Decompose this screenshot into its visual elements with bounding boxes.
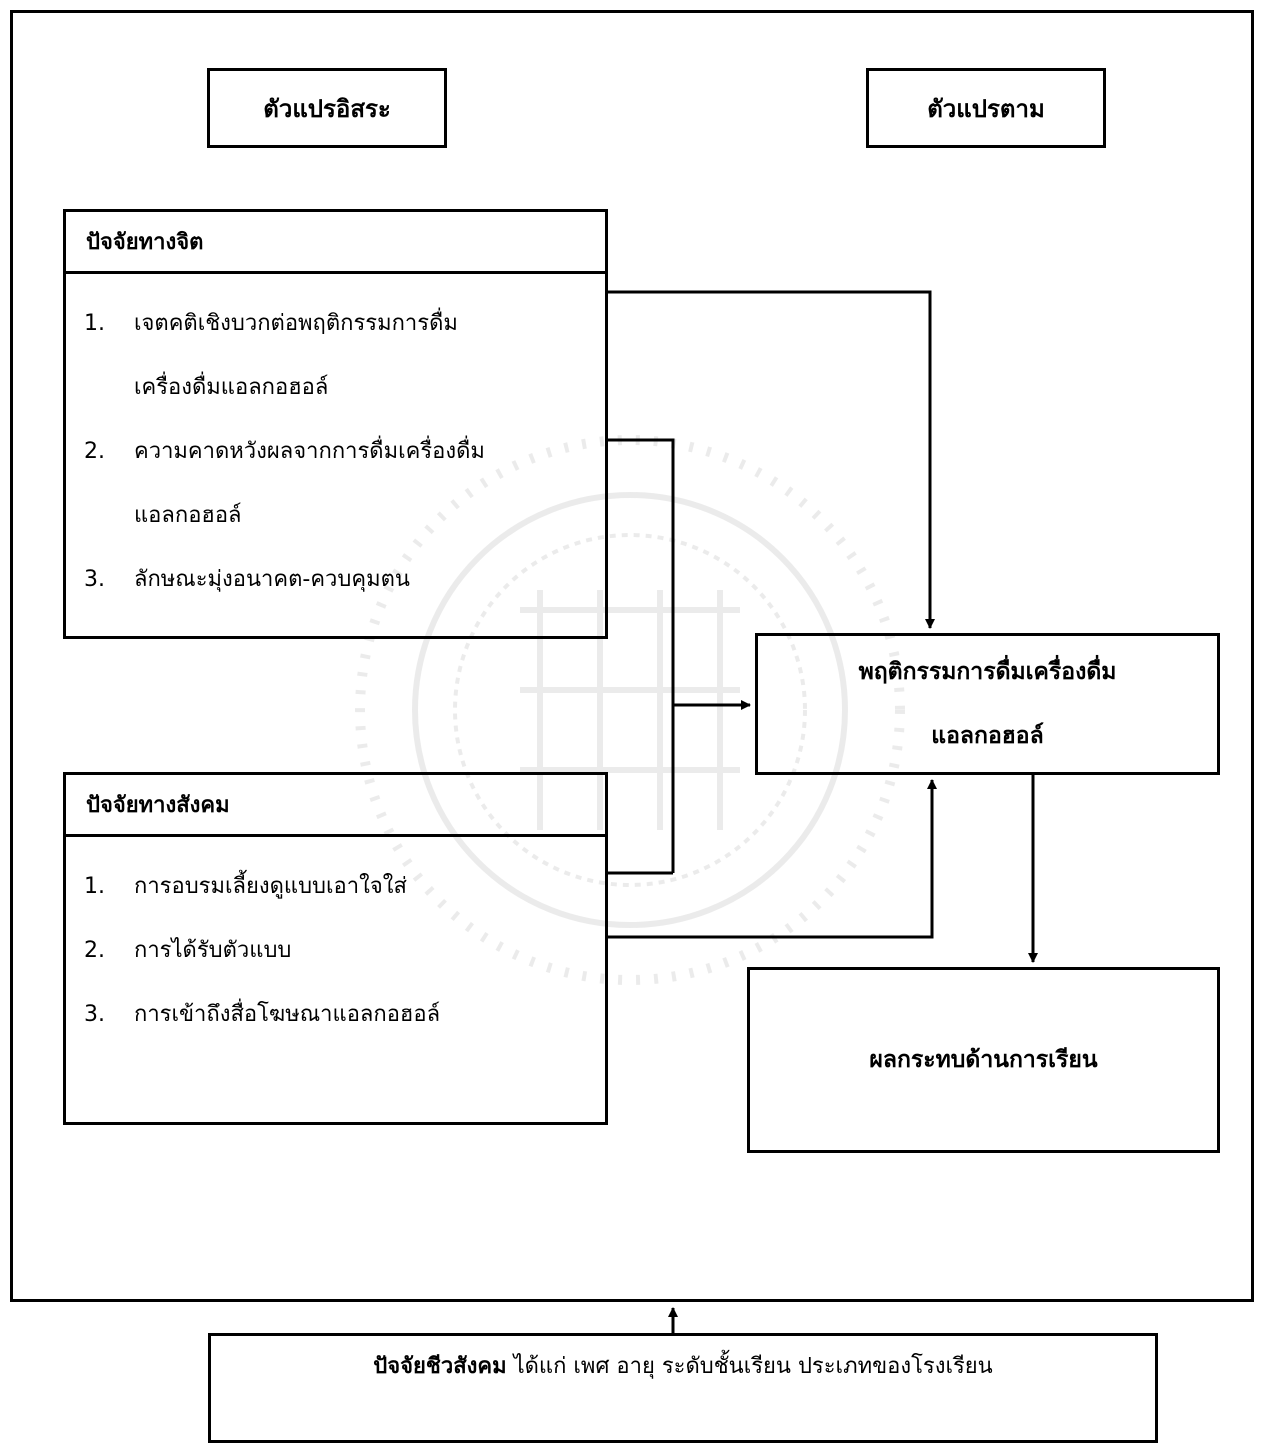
item-text: การได้รับตัวแบบ [134,938,292,963]
learning-impact-box: ผลกระทบด้านการเรียน [747,967,1220,1153]
social-factors-title: ปัจจัยทางสังคม [66,775,605,837]
dependent-variable-header: ตัวแปรตาม [866,68,1106,148]
line-psych-item2 [608,438,675,873]
list-item: 1. การอบรมเลี้ยงดูแบบเอาใจใส่ [84,855,595,919]
item-number: 1. [84,311,105,336]
item-number: 3. [84,1002,105,1027]
dependent-variable-label: ตัวแปรตาม [927,94,1045,123]
independent-variable-header: ตัวแปรอิสระ [207,68,447,148]
list-item: 2. ความคาดหวังผลจากการดื่มเครื่องดื่ม แอ… [84,420,595,548]
item-text: ลักษณะมุ่งอนาคต-ควบคุมตน [134,567,410,592]
psych-factors-title: ปัจจัยทางจิต [66,212,605,274]
list-item: 3. ลักษณะมุ่งอนาคต-ควบคุมตน [84,548,595,612]
psych-factors-list: 1. เจตคติเชิงบวกต่อพฤติกรรมการดื่ม เครื่… [84,292,595,612]
biosocial-text: ได้แก่ เพศ อายุ ระดับชั้นเรียน ประเภทของ… [506,1354,993,1379]
biosocial-label: ปัจจัยชีวสังคม [373,1354,507,1379]
item-text: แอลกอฮอล์ [134,503,242,528]
independent-variable-label: ตัวแปรอิสระ [263,94,391,123]
item-number: 3. [84,567,105,592]
item-text: การอบรมเลี้ยงดูแบบเอาใจใส่ [134,874,407,899]
item-number: 2. [84,938,105,963]
item-text: การเข้าถึงสื่อโฆษณาแอลกอฮอล์ [134,1002,441,1027]
list-item: 1. เจตคติเชิงบวกต่อพฤติกรรมการดื่ม เครื่… [84,292,595,420]
list-item: 3. การเข้าถึงสื่อโฆษณาแอลกอฮอล์ [84,983,595,1047]
list-item: 2. การได้รับตัวแบบ [84,919,595,983]
item-text: เจตคติเชิงบวกต่อพฤติกรรมการดื่ม [134,311,458,336]
behavior-label-line2: แอลกอฮอล์ [931,723,1044,749]
item-text: ความคาดหวังผลจากการดื่มเครื่องดื่ม [134,439,485,464]
item-number: 1. [84,874,105,899]
arrow-psych-to-behavior [608,290,935,629]
university-seal-watermark [355,435,905,985]
behavior-label-line1: พฤติกรรมการดื่มเครื่องดื่ม [858,659,1117,685]
diagram-frame [10,10,1254,1302]
drinking-behavior-box: พฤติกรรมการดื่มเครื่องดื่ม แอลกอฮอล์ [755,633,1220,775]
psych-factors-box: ปัจจัยทางจิต 1. เจตคติเชิงบวกต่อพฤติกรรม… [63,209,608,639]
item-text: เครื่องดื่มแอลกอฮอล์ [134,375,329,400]
learning-impact-label: ผลกระทบด้านการเรียน [869,1047,1098,1073]
social-factors-box: ปัจจัยทางสังคม 1. การอบรมเลี้ยงดูแบบเอาใ… [63,772,608,1125]
item-number: 2. [84,439,105,464]
social-factors-list: 1. การอบรมเลี้ยงดูแบบเอาใจใส่ 2. การได้ร… [84,855,595,1047]
arrow-social-to-behavior [608,779,937,939]
